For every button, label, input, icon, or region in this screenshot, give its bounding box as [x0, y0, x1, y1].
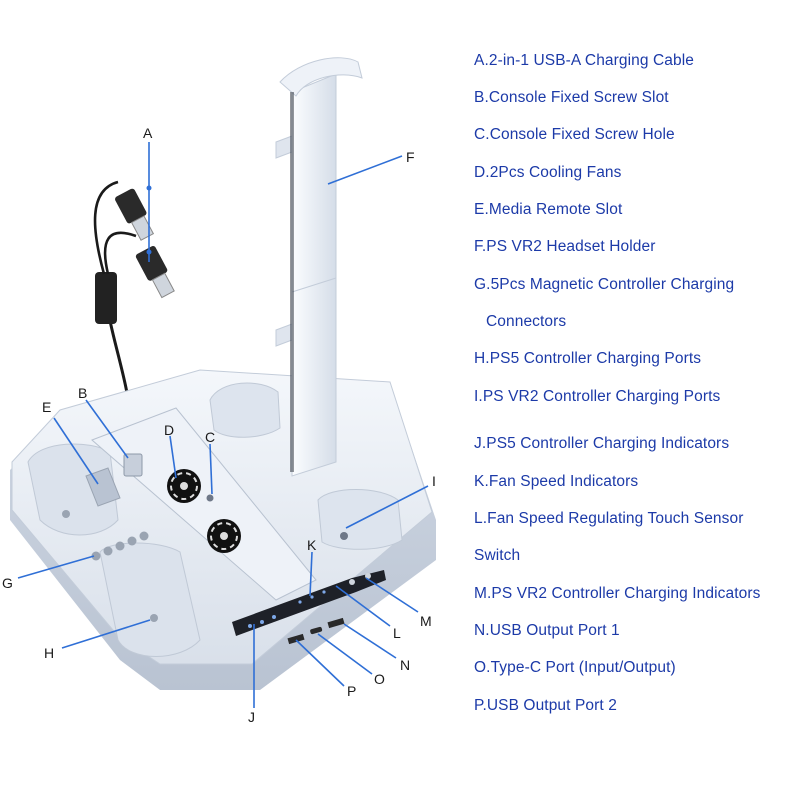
callout-m: M — [420, 613, 432, 629]
callout-d: D — [164, 422, 174, 438]
ps5-charging-port — [150, 614, 158, 622]
callout-leaders — [17, 142, 429, 708]
vr2-charging-port — [340, 532, 348, 540]
legend-item-i: I.PS VR2 Controller Charging Ports — [474, 388, 721, 405]
callout-c: C — [205, 429, 215, 445]
legend-item-l: L.Fan Speed Regulating Touch Sensor — [474, 510, 744, 527]
legend-item-m: M.PS VR2 Controller Charging Indicators — [474, 585, 761, 602]
console-screw-slot — [123, 453, 143, 477]
callout-a: A — [143, 125, 153, 141]
cooling-fan-2 — [207, 519, 241, 553]
callout-g: G — [2, 575, 13, 591]
legend-item-j: J.PS5 Controller Charging Indicators — [474, 435, 730, 452]
callout-h: H — [44, 645, 54, 661]
legend-item-c: C.Console Fixed Screw Hole — [474, 126, 675, 143]
legend-item-p: P.USB Output Port 2 — [474, 697, 617, 714]
console-plate — [91, 407, 317, 601]
legend-item-h: H.PS5 Controller Charging Ports — [474, 350, 702, 367]
callout-k: K — [307, 537, 317, 553]
legend-item-b: B.Console Fixed Screw Slot — [474, 89, 669, 106]
callout-l: L — [393, 625, 401, 641]
legend-item-f: F.PS VR2 Headset Holder — [474, 238, 656, 255]
callout-f: F — [406, 149, 415, 165]
usb-a-plug-2 — [135, 245, 175, 299]
legend-item-e: E.Media Remote Slot — [474, 201, 623, 218]
legend-item-g-cont: Connectors — [486, 313, 567, 330]
legend-item-n: N.USB Output Port 1 — [474, 622, 620, 639]
legend-item-k: K.Fan Speed Indicators — [474, 473, 639, 490]
callout-i: I — [432, 473, 436, 489]
cooling-fan-1 — [167, 469, 201, 503]
cable-ferrite-core — [95, 272, 117, 324]
vr2-headset-holder — [275, 57, 363, 477]
screw-dot — [62, 510, 70, 518]
callout-b: B — [78, 385, 87, 401]
legend-item-d: D.2Pcs Cooling Fans — [474, 164, 622, 181]
legend-item-g: G.5Pcs Magnetic Controller Charging — [474, 276, 735, 293]
callout-o: O — [374, 671, 385, 687]
legend-item-o: O.Type-C Port (Input/Output) — [474, 659, 676, 676]
console-screw-hole — [206, 494, 214, 502]
legend-item-a: A.2-in-1 USB-A Charging Cable — [474, 52, 695, 69]
callout-j: J — [248, 709, 255, 725]
indicator-leds — [248, 573, 371, 628]
callout-e: E — [42, 399, 51, 415]
callout-n: N — [400, 657, 410, 673]
magnetic-connectors — [91, 531, 149, 561]
usb-cable — [93, 180, 175, 429]
legend-item-l-cont: Switch — [474, 547, 521, 564]
indicator-panel — [232, 570, 386, 636]
vr2-controller-cradles — [209, 382, 403, 550]
rear-ports — [287, 617, 345, 645]
callout-p: P — [347, 683, 356, 699]
callout-letters: A B C D E F G H I J K L M N O P — [2, 125, 436, 725]
